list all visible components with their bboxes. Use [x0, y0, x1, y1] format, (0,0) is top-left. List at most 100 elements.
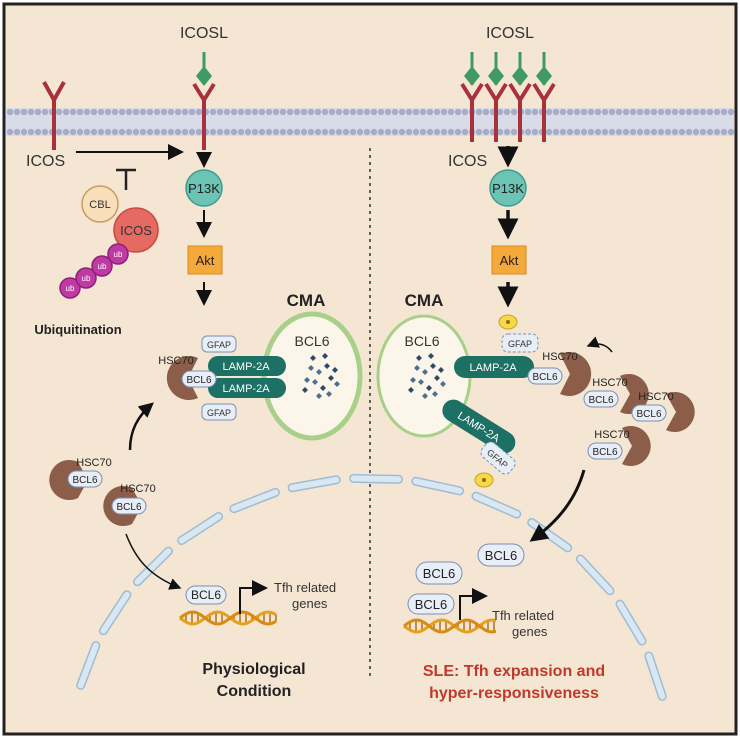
lipid-head [321, 128, 329, 136]
hsc70-docked-left-label: HSC70 [158, 355, 193, 367]
condition-right-line1: SLE: Tfh expansion and [423, 663, 605, 680]
bcl6-fragment [304, 377, 310, 383]
lipid-head [727, 128, 735, 136]
hsc70-free-left-2-label: HSC70 [120, 483, 155, 495]
lipid-head [370, 108, 378, 116]
bcl6-free-left-2-label: BCL6 [116, 502, 141, 513]
lipid-head [433, 128, 441, 136]
lipid-head [20, 108, 28, 116]
bcl6-free-left-1 [67, 470, 103, 488]
lipid-head [671, 108, 679, 116]
lipid-head [629, 128, 637, 136]
lipid-head [496, 128, 504, 136]
lipid-head [447, 128, 455, 136]
ubiquitin [59, 277, 81, 299]
lipid-head [433, 108, 441, 116]
lipid-head [454, 128, 462, 136]
lipid-head [188, 108, 196, 116]
bcl6-fragment [422, 369, 428, 375]
lipid-head [622, 128, 630, 136]
lipid-head [419, 128, 427, 136]
bcl6-fragment [310, 355, 316, 361]
bcl6-fragment [428, 353, 434, 359]
lipid-head [62, 108, 70, 116]
nuclear-envelope-segment [230, 489, 279, 512]
lipid-head [118, 108, 126, 116]
lipid-head [272, 108, 280, 116]
bcl6-fragment [316, 369, 322, 375]
dna-strand [403, 618, 497, 634]
lipid-head [412, 108, 420, 116]
lipid-head [125, 128, 133, 136]
lipid-head [706, 128, 714, 136]
lipid-head [41, 128, 49, 136]
phosphate-bottom [474, 472, 494, 488]
lipid-head [566, 128, 574, 136]
lipid-head [377, 128, 385, 136]
hsc70-free-left-1-label: HSC70 [76, 457, 111, 469]
bcl6-to-nucleus-arrow-left [125, 533, 182, 590]
ubiquitin-label: ub [98, 262, 107, 271]
lipid-head [636, 108, 644, 116]
bcl6-nucleus-right-1-label: BCL6 [485, 548, 518, 563]
lipid-head [34, 128, 42, 136]
hsc70-free-right-1 [620, 374, 649, 415]
lipid-head [146, 108, 154, 116]
lipid-head [335, 128, 343, 136]
lipid-head [181, 108, 189, 116]
lipid-head [580, 128, 588, 136]
lipid-head [237, 128, 245, 136]
bcl6-docked-right [527, 367, 563, 385]
bcl6-fragment [434, 375, 440, 381]
icos-receptor-unbound [42, 81, 66, 150]
bcl6-free-right-1-label: BCL6 [588, 395, 613, 406]
lipid-head [132, 108, 140, 116]
lipid-head [41, 108, 49, 116]
lipid-head [279, 128, 287, 136]
gfap-left-top-label: GFAP [207, 340, 231, 350]
lipid-head [314, 128, 322, 136]
lipid-head [482, 108, 490, 116]
bcl6-fragment [326, 391, 332, 397]
lipid-head [370, 128, 378, 136]
pi3k-label-right: P13K [492, 181, 524, 196]
degraded-bcl6-fragments-left [302, 353, 340, 399]
lipid-head [216, 108, 224, 116]
icos-label-left: ICOS [26, 153, 65, 170]
lipid-head [412, 128, 420, 136]
akt-node-left [187, 245, 223, 275]
lipid-head [713, 128, 721, 136]
lipid-head [104, 128, 112, 136]
cell-membrane [6, 108, 735, 136]
lipid-head [20, 128, 28, 136]
lipid-head [174, 128, 182, 136]
condition-left-line1: Physiological [202, 661, 305, 678]
icosl-ligand [488, 66, 504, 86]
lipid-head [524, 128, 532, 136]
pi3k-node-right [489, 169, 527, 207]
lipid-head [307, 128, 315, 136]
lipid-head [223, 128, 231, 136]
lipid-head [608, 128, 616, 136]
hsc70-docked-right-label: HSC70 [542, 351, 577, 363]
lipid-head [608, 108, 616, 116]
dna-strand [179, 610, 277, 626]
lipid-head [69, 128, 77, 136]
bcl6-fragment [308, 365, 314, 371]
lipid-head [97, 108, 105, 116]
lipid-head [13, 128, 21, 136]
lipid-head [587, 108, 595, 116]
lipid-head [139, 108, 147, 116]
lipid-head [622, 108, 630, 116]
icosl-ligand [536, 66, 552, 86]
bcl6-fragment [332, 367, 338, 373]
lysosome-bcl6-right: BCL6 [404, 333, 439, 349]
lipid-head [55, 108, 63, 116]
lipid-head [496, 108, 504, 116]
lipid-head [6, 108, 14, 116]
lipid-head [125, 108, 133, 116]
ubiquitin-label: ub [114, 250, 123, 259]
hsc70-free-right-2 [666, 391, 695, 433]
lipid-head [510, 128, 518, 136]
hsc70-to-lamp-arrow-left [128, 402, 154, 451]
